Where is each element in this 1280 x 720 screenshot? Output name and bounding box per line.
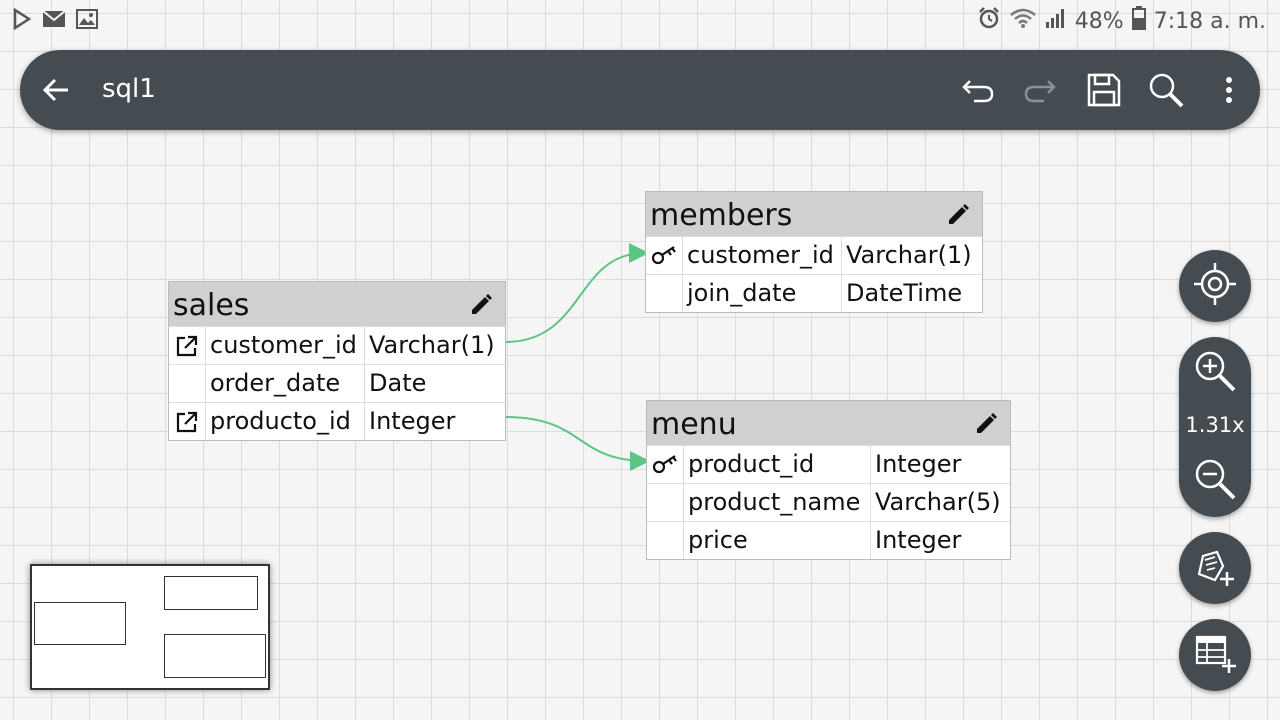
column-name: customer_id — [206, 327, 365, 364]
table-name: sales — [173, 288, 250, 323]
foreign-key-icon — [169, 327, 206, 364]
column-name: order_date — [206, 365, 365, 402]
undo-icon[interactable] — [956, 68, 1000, 112]
search-icon[interactable] — [1144, 68, 1188, 112]
edit-pencil-icon[interactable] — [467, 291, 495, 319]
column-type: DateTime — [846, 279, 963, 307]
table-add-icon — [1193, 631, 1237, 679]
table-row[interactable]: product_id Integer — [647, 445, 1010, 483]
column-type: Integer — [875, 526, 962, 554]
add-note-button[interactable] — [1179, 532, 1251, 604]
relation-sales-members — [504, 243, 649, 343]
gmail-icon — [42, 9, 66, 33]
table-row[interactable]: order_date Date — [169, 364, 505, 402]
center-view-button[interactable] — [1179, 250, 1251, 322]
note-add-icon — [1193, 544, 1237, 592]
alarm-icon — [977, 6, 1001, 36]
column-type: Varchar(1) — [846, 241, 972, 269]
back-arrow-icon[interactable] — [36, 70, 76, 110]
wifi-icon — [1009, 7, 1037, 35]
column-name: product_id — [684, 446, 871, 483]
table-row[interactable]: product_name Varchar(5) — [647, 483, 1010, 521]
column-name: price — [684, 522, 871, 559]
table-menu[interactable]: menu product_id Integer product_name Var… — [646, 400, 1011, 560]
battery-icon — [1131, 6, 1146, 36]
crosshair-icon — [1192, 261, 1238, 311]
document-title: sql1 — [102, 74, 156, 104]
minimap[interactable] — [30, 564, 270, 690]
table-members[interactable]: members customer_id Varchar(1) join_date… — [645, 191, 983, 313]
table-header: sales — [169, 282, 505, 326]
table-row[interactable]: customer_id Varchar(1) — [169, 326, 505, 364]
battery-percent: 48% — [1074, 8, 1124, 34]
column-name: producto_id — [206, 403, 365, 440]
table-row[interactable]: price Integer — [647, 521, 1010, 559]
table-name: members — [650, 198, 793, 233]
signal-icon — [1045, 7, 1067, 35]
zoom-control: 1.31x — [1179, 337, 1251, 517]
table-name: menu — [651, 407, 737, 442]
table-header: members — [646, 192, 982, 236]
primary-key-icon — [646, 237, 683, 274]
play-store-icon — [12, 7, 32, 34]
table-row[interactable]: customer_id Varchar(1) — [646, 236, 982, 274]
status-bar: 48% 7:18 a. m. — [0, 0, 1280, 40]
table-sales[interactable]: sales customer_id Varchar(1) order_date … — [168, 281, 506, 441]
column-type: Integer — [369, 407, 456, 435]
column-name: customer_id — [683, 237, 842, 274]
redo-icon[interactable] — [1018, 68, 1062, 112]
clock: 7:18 a. m. — [1153, 8, 1266, 34]
minimap-table-menu — [164, 634, 266, 678]
foreign-key-icon — [169, 403, 206, 440]
top-toolbar: sql1 — [20, 50, 1260, 130]
table-row[interactable]: producto_id Integer — [169, 402, 505, 440]
column-type: Varchar(1) — [369, 331, 495, 359]
edit-pencil-icon[interactable] — [972, 410, 1000, 438]
column-name: product_name — [684, 484, 871, 521]
add-table-button[interactable] — [1179, 619, 1251, 691]
gallery-icon — [76, 9, 98, 33]
zoom-level: 1.31x — [1185, 413, 1245, 437]
column-type: Date — [369, 369, 427, 397]
more-vert-icon[interactable] — [1207, 68, 1251, 112]
zoom-out-icon[interactable] — [1193, 457, 1237, 501]
save-icon[interactable] — [1082, 68, 1126, 112]
column-type: Integer — [875, 450, 962, 478]
edit-pencil-icon[interactable] — [944, 201, 972, 229]
table-header: menu — [647, 401, 1010, 445]
minimap-table-sales — [34, 602, 126, 645]
table-row[interactable]: join_date DateTime — [646, 274, 982, 312]
minimap-table-members — [164, 576, 258, 610]
column-name: join_date — [683, 275, 842, 312]
column-type: Varchar(5) — [875, 488, 1001, 516]
zoom-in-icon[interactable] — [1193, 349, 1237, 393]
primary-key-icon — [647, 446, 684, 483]
relation-sales-menu — [504, 416, 650, 471]
